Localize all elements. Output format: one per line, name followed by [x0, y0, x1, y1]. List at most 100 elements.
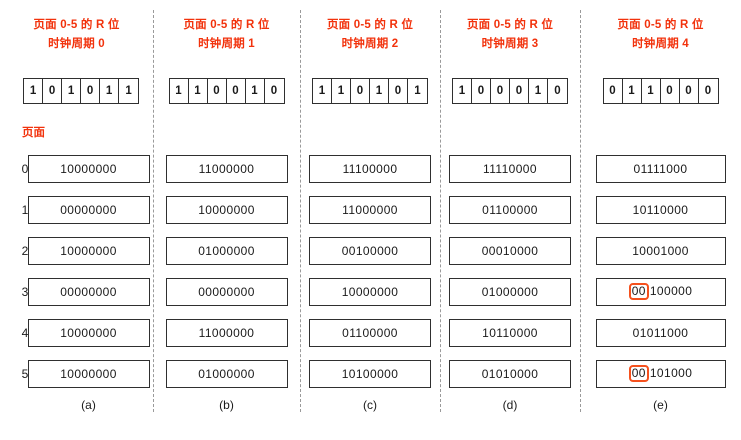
- r-bit-cell: 0: [510, 79, 529, 103]
- r-bit-cell: 0: [491, 79, 510, 103]
- column-header: 页面 0-5 的 R 位时钟周期 2: [300, 16, 440, 54]
- counter-value: 10000000: [60, 161, 117, 176]
- counter-box: 11000000: [309, 195, 431, 224]
- counter-value-remainder: 100000: [649, 284, 693, 298]
- page-number-label: 5: [21, 366, 29, 381]
- counter-row: 01011000: [580, 312, 741, 353]
- r-bit-cell: 1: [332, 79, 351, 103]
- counter-rows: 11110000 01100000 00010000 01000000 10110000…: [440, 148, 580, 394]
- r-bit-cell: 0: [680, 79, 699, 103]
- counter-value: 11000000: [342, 202, 398, 217]
- counter-box: 01000000: [165, 359, 288, 388]
- subfigure-label: (e): [653, 398, 668, 412]
- r-bit-cell: 1: [125, 85, 132, 97]
- counter-row: 01100000: [440, 189, 580, 230]
- counter-rows: 11100000 11000000 00100000 10000000 01100000…: [300, 148, 440, 394]
- counter-row: 11100000: [300, 148, 440, 189]
- counter-box: 00100000: [309, 236, 431, 265]
- counter-box: 10000000: [165, 195, 288, 224]
- page-number-label: 4: [21, 325, 29, 340]
- r-bit-cell: 0: [227, 79, 246, 103]
- counter-row: 10000000: [300, 271, 440, 312]
- counter-value-remainder: 101000: [649, 366, 693, 380]
- r-bit-cell: 1: [642, 79, 661, 103]
- r-bit-cell: 1: [453, 79, 472, 103]
- highlight-marker: 00: [628, 283, 649, 300]
- counter-value: 10000000: [198, 202, 255, 217]
- counter-box: 10000000: [309, 277, 431, 306]
- column-header-line-1: 页面 0-5 的 R 位: [326, 19, 414, 31]
- counter-value: 01000000: [198, 243, 255, 258]
- counter-row: 4 10000000: [0, 312, 153, 353]
- counter-row: 10110000: [580, 189, 741, 230]
- highlight-marker: 00: [628, 365, 649, 382]
- counter-value: 10000000: [341, 284, 399, 299]
- counter-row: 10001000: [580, 230, 741, 271]
- counter-value: 00010000: [481, 243, 539, 258]
- counter-row: 01010000: [440, 353, 580, 394]
- column-divider: [153, 10, 154, 412]
- counter-row: 01000000: [153, 230, 300, 271]
- counter-box: 10000000: [27, 236, 150, 265]
- column-header-line-1: 页面 0-5 的 R 位: [617, 19, 704, 31]
- counter-value: 00000000: [198, 284, 255, 299]
- counter-box: 01100000: [449, 195, 571, 224]
- counter-row: 01100000: [300, 312, 440, 353]
- counter-row: 00000000: [153, 271, 300, 312]
- counter-box: 00000000: [27, 195, 150, 224]
- counter-value: 11100000: [342, 161, 398, 176]
- subfigure-label: (a): [81, 398, 96, 412]
- counter-box: 10110000: [595, 195, 726, 224]
- r-bit-cell: 1: [370, 79, 389, 103]
- counter-value: 01000000: [198, 366, 255, 381]
- counter-value: 01100000: [482, 202, 538, 217]
- counter-box: 01011000: [595, 318, 726, 347]
- counter-box: 01000000: [449, 277, 571, 306]
- counter-value: 10000000: [60, 325, 117, 340]
- counter-row: 11110000: [440, 148, 580, 189]
- page-number-label: 1: [21, 202, 29, 217]
- r-bit-cell: 0: [554, 85, 561, 97]
- r-bit-cell: 0: [389, 79, 408, 103]
- column-header-line-2: 时钟周期 2: [341, 38, 399, 50]
- counter-row: 00010000: [440, 230, 580, 271]
- counter-box: 11000000: [165, 154, 288, 183]
- counter-row: 00100000: [300, 230, 440, 271]
- counter-box: 01111000: [595, 154, 726, 183]
- counter-row: 10100000: [300, 353, 440, 394]
- counter-row: 01000000: [440, 271, 580, 312]
- r-bit-cell: 0: [81, 79, 101, 103]
- r-bit-cell: 0: [661, 79, 680, 103]
- counter-box: 10000000: [27, 154, 150, 183]
- column-divider: [440, 10, 441, 412]
- r-bit-cell: 0: [43, 79, 63, 103]
- column-header-line-1: 页面 0-5 的 R 位: [466, 19, 554, 31]
- counter-value: 01011000: [632, 325, 689, 340]
- counter-value: 00000000: [60, 284, 117, 299]
- r-bit-cell: 0: [208, 79, 227, 103]
- r-bit-cell: 1: [24, 79, 44, 103]
- counter-value: 10110000: [482, 325, 538, 340]
- counter-box: 00000000: [165, 277, 288, 306]
- r-bit-cell: 1: [246, 79, 265, 103]
- counter-value: 10100000: [341, 366, 399, 381]
- column-header-line-2: 时钟周期 4: [632, 38, 689, 50]
- r-bit-cell: 0: [704, 85, 712, 97]
- counter-value: 00100000: [341, 243, 399, 258]
- counter-value: 10110000: [632, 202, 689, 217]
